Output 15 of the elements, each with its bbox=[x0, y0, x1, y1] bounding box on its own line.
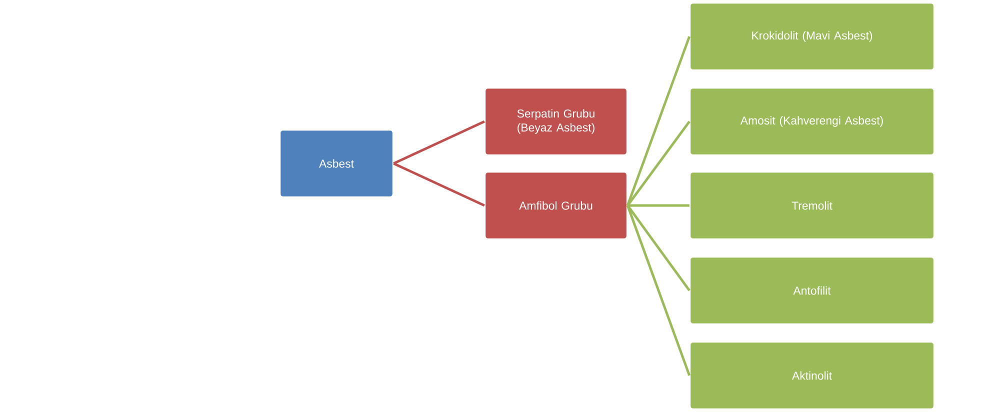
category-box: Serpatin Grubu (Beyaz Asbest) bbox=[484, 87, 628, 156]
category-box: Amfibol Grubu bbox=[484, 171, 628, 240]
category-box: Asbest bbox=[279, 129, 394, 198]
category-box: Antofilit bbox=[689, 256, 935, 325]
category-box: Tremolit bbox=[689, 171, 935, 240]
connector-line bbox=[626, 205, 691, 376]
connector-line bbox=[626, 120, 690, 206]
connector-line bbox=[626, 36, 691, 206]
category-box: Krokidolit (Mavi Asbest) bbox=[689, 2, 935, 71]
category-box: Amosit (Kahverengi Asbest) bbox=[689, 87, 935, 156]
connector-line bbox=[393, 120, 485, 165]
connector-line bbox=[628, 204, 690, 207]
category-box: Aktinolit bbox=[689, 341, 935, 410]
connector-line bbox=[626, 204, 690, 292]
connector-line bbox=[393, 162, 485, 207]
